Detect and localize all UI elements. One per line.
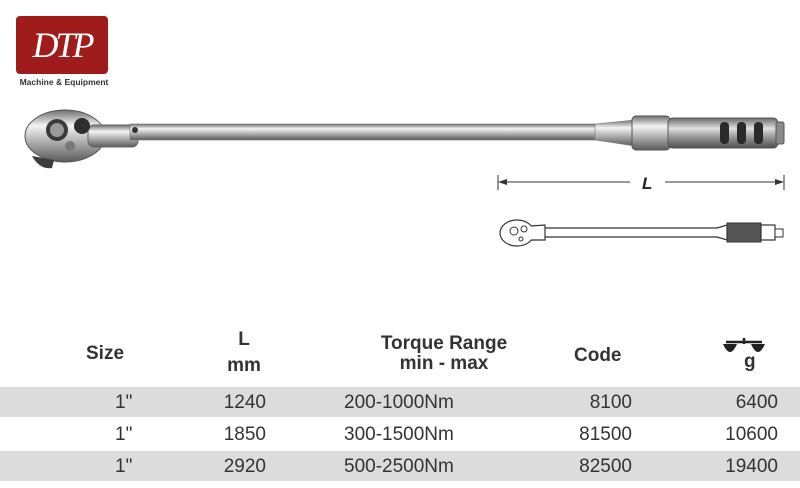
wrench-dimension-diagram	[497, 175, 785, 247]
cell-weight: 19400	[725, 456, 778, 477]
table-row: 1" 2920 500-2500Nm 82500 19400	[0, 451, 800, 481]
cell-weight: 6400	[735, 392, 778, 413]
cell-length: 2920	[223, 456, 266, 477]
logo-letters: DTP	[32, 25, 94, 65]
header-torque-label: Torque Range	[380, 333, 508, 354]
header-code: Code	[574, 345, 622, 366]
logo-badge: DTP	[16, 16, 108, 74]
cell-torque: 300-1500Nm	[344, 424, 454, 445]
header-length-label: L	[238, 329, 250, 350]
balance-scale-icon	[723, 338, 765, 352]
table-row: 1" 1240 200-1000Nm 8100 6400	[0, 387, 800, 417]
cell-code: 82500	[579, 456, 632, 477]
header-torque-sub: min - max	[399, 353, 489, 374]
cell-length: 1850	[223, 424, 266, 445]
cell-size: 1"	[115, 424, 133, 445]
cell-weight: 10600	[725, 424, 778, 445]
table-row: 1" 1850 300-1500Nm 81500 10600	[0, 419, 800, 449]
cell-length: 1240	[223, 392, 266, 413]
cell-size: 1"	[115, 392, 133, 413]
cell-code: 81500	[579, 424, 632, 445]
torque-wrench-photo	[24, 109, 785, 169]
header-length: L mm	[222, 330, 266, 376]
cell-code: 8100	[589, 392, 632, 413]
header-torque: Torque Range min - max	[365, 334, 523, 374]
logo-tagline: Machine & Equipment	[19, 77, 109, 87]
company-logo: DTP Machine & Equipment	[14, 16, 110, 90]
length-dimension-label: L	[642, 174, 653, 193]
header-length-unit: mm	[227, 355, 261, 376]
cell-size: 1"	[115, 456, 133, 477]
cell-torque: 200-1000Nm	[344, 392, 454, 413]
cell-torque: 500-2500Nm	[344, 456, 454, 477]
header-weight-unit: g	[744, 351, 756, 372]
header-size: Size	[86, 343, 125, 364]
